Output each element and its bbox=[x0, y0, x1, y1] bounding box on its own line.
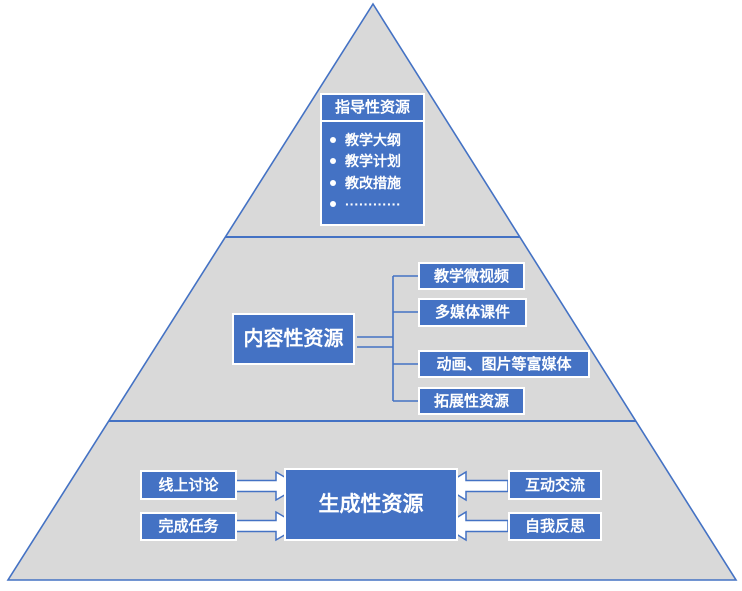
pyramid-triangle bbox=[6, 2, 738, 581]
guiding-resources-box: 指导性资源 教学大纲 教学计划 教改措施 ············ bbox=[320, 93, 425, 226]
child-box-multimedia-courseware: 多媒体课件 bbox=[418, 298, 527, 327]
list-item: 教学计划 bbox=[330, 154, 419, 168]
input-box-online-discussion: 线上讨论 bbox=[140, 470, 237, 500]
bullet-dot-icon bbox=[330, 158, 336, 165]
list-item-text: 教改措施 bbox=[345, 174, 401, 191]
content-resources-box: 内容性资源 bbox=[232, 313, 355, 365]
list-item: 教学大纲 bbox=[330, 133, 419, 147]
input-box-interactive-communication: 互动交流 bbox=[508, 470, 602, 500]
bullet-dot-icon bbox=[330, 137, 336, 144]
list-item: 教改措施 bbox=[330, 176, 419, 190]
middle-bracket-connector bbox=[357, 275, 418, 402]
list-item-text: ············ bbox=[345, 195, 401, 212]
bullet-dot-icon bbox=[330, 179, 336, 186]
generative-resources-box: 生成性资源 bbox=[284, 468, 458, 541]
list-item-text: 教学大纲 bbox=[345, 132, 401, 149]
child-box-extended-resources: 拓展性资源 bbox=[418, 387, 525, 415]
guiding-resources-list: 教学大纲 教学计划 教改措施 ············ bbox=[322, 122, 423, 224]
input-box-self-reflection: 自我反思 bbox=[508, 512, 602, 541]
input-box-complete-tasks: 完成任务 bbox=[140, 512, 237, 541]
child-box-teaching-micro-video: 教学微视频 bbox=[418, 262, 525, 290]
list-item-text: 教学计划 bbox=[345, 153, 401, 170]
guiding-resources-title: 指导性资源 bbox=[322, 95, 423, 122]
child-box-animation-rich-media: 动画、图片等富媒体 bbox=[418, 350, 590, 378]
bullet-dot-icon bbox=[330, 200, 336, 207]
list-item: ············ bbox=[330, 197, 419, 211]
